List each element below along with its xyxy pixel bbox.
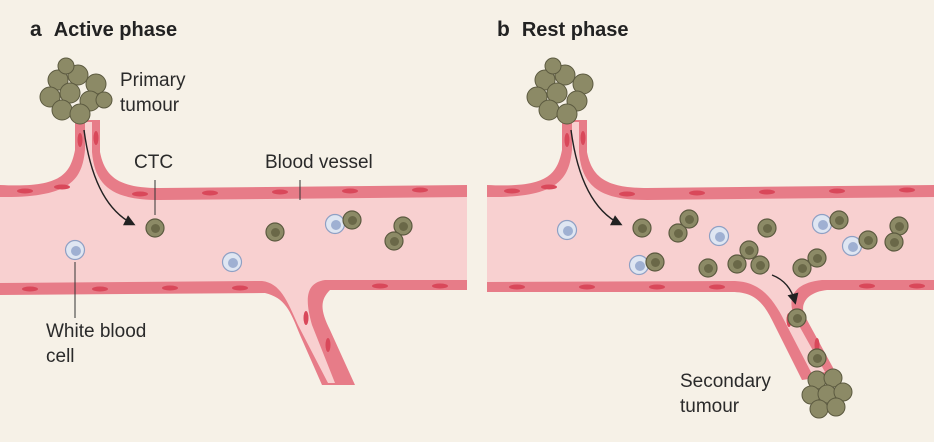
tumour-cell-icon bbox=[889, 216, 909, 236]
panel-active-phase: a Active phase Primary tumour CTC Blood v… bbox=[0, 18, 467, 385]
white-blood-cell-icon bbox=[556, 219, 578, 241]
panel-rest-phase: b Rest phase Secondary tumour bbox=[467, 0, 934, 442]
secondary-tumour bbox=[801, 368, 853, 419]
primary-tumour-label: Primary tumour bbox=[120, 70, 186, 116]
tumour-cell-icon bbox=[807, 248, 827, 268]
tumour-cell-icon bbox=[757, 218, 777, 238]
tumour-cell-icon bbox=[265, 222, 285, 242]
white-blood-cell-icon bbox=[708, 225, 730, 247]
blood-vessel-lumen bbox=[487, 122, 934, 374]
blood-vessel-label: Blood vessel bbox=[265, 152, 373, 173]
secondary-tumour-label: Secondary tumour bbox=[680, 371, 771, 417]
primary-tumour bbox=[526, 57, 594, 125]
panel-a-letter: a bbox=[30, 18, 42, 41]
panel-a-heading: a Active phase bbox=[30, 18, 177, 42]
tumour-cell-icon bbox=[145, 218, 165, 238]
rest-phase-illustration bbox=[487, 57, 934, 419]
panel-a-title: Active phase bbox=[53, 19, 178, 41]
white-blood-cell-icon bbox=[221, 251, 243, 273]
tumour-cell-icon bbox=[807, 348, 827, 368]
arrow-icon bbox=[570, 129, 623, 226]
tumour-cell-icon bbox=[679, 209, 699, 229]
white-blood-cell-label: White blood cell bbox=[46, 321, 147, 367]
ctc-label: CTC bbox=[134, 152, 174, 173]
tumour-cell-icon bbox=[632, 218, 652, 238]
tumour-cell-icon bbox=[739, 240, 759, 260]
white-blood-cell-icon bbox=[628, 254, 650, 276]
active-phase-illustration bbox=[0, 57, 467, 385]
white-blood-cell-icon bbox=[811, 213, 833, 235]
white-blood-cell-icon bbox=[324, 213, 346, 235]
white-blood-cell-icon bbox=[64, 239, 86, 261]
panel-b-letter: b bbox=[497, 18, 510, 41]
tumour-cell-icon bbox=[884, 232, 904, 252]
panel-b-heading: b Rest phase bbox=[497, 18, 629, 42]
tumour-cell-icon bbox=[787, 308, 807, 328]
endothelial-cells bbox=[17, 131, 448, 352]
endothelial-cells bbox=[504, 131, 925, 352]
tumour-cell-icon bbox=[342, 210, 362, 230]
tumour-cell-icon bbox=[698, 258, 718, 278]
tumour-cell-icon bbox=[384, 231, 404, 251]
panel-b-title: Rest phase bbox=[521, 19, 629, 41]
primary-tumour bbox=[39, 57, 113, 125]
tumour-cell-icon bbox=[858, 230, 878, 250]
arrow-icon bbox=[771, 274, 799, 305]
tumour-cell-icon bbox=[750, 255, 770, 275]
tumour-cell-icon bbox=[645, 252, 665, 272]
arrow-icon bbox=[83, 129, 136, 226]
tumour-cell-icon bbox=[829, 210, 849, 230]
